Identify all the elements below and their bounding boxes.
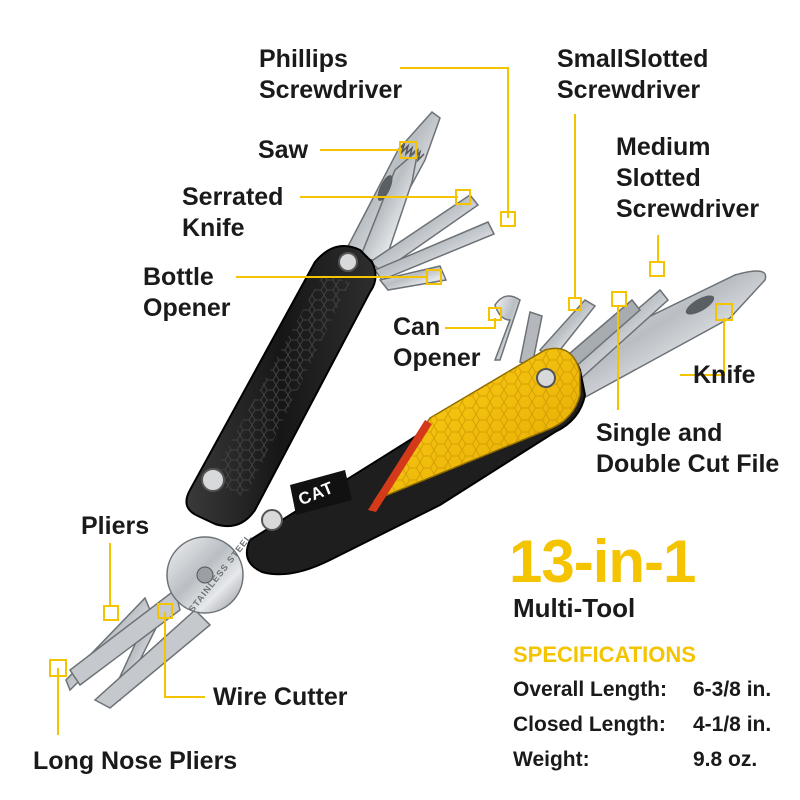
- spec-row: Overall Length: 6-3/8 in.: [513, 678, 771, 702]
- label-pliers: Pliers: [81, 512, 150, 540]
- spec-value: 9.8 oz.: [693, 748, 758, 771]
- pliers-head: [65, 536, 244, 709]
- spec-label: Closed Length:: [513, 713, 666, 736]
- spec-label: Weight:: [513, 748, 590, 771]
- leader-lines: [57, 67, 725, 735]
- spec-value: 4-1/8 in.: [693, 713, 772, 736]
- label-phillips-screwdriver: Phillips Screwdriver: [259, 45, 403, 104]
- product-headline: 13-in-1: [509, 528, 696, 595]
- label-saw: Saw: [258, 136, 309, 164]
- right-blades: [493, 270, 767, 402]
- callout-markers: [49, 141, 733, 677]
- specifications-title: SPECIFICATIONS: [513, 642, 696, 667]
- spec-label: Overall Length:: [513, 678, 668, 701]
- cat-handle: [246, 347, 587, 576]
- spec-row: Weight: 9.8 oz.: [513, 748, 757, 772]
- label-can-opener: Can Opener: [393, 313, 481, 372]
- black-handle: [185, 245, 377, 528]
- spec-value: 6-3/8 in.: [693, 678, 772, 701]
- label-bottle-opener: Bottle Opener: [143, 263, 231, 322]
- label-long-nose-pliers: Long Nose Pliers: [33, 747, 238, 775]
- spec-row: Closed Length: 4-1/8 in.: [513, 713, 771, 737]
- label-cut-file: Single and Double Cut File: [596, 419, 780, 478]
- label-serrated-knife: Serrated Knife: [182, 183, 284, 242]
- label-knife: Knife: [693, 361, 756, 389]
- label-medium-slotted-screwdriver: Medium Slotted Screwdriver: [616, 133, 760, 223]
- label-small-slotted-screwdriver: SmallSlotted Screwdriver: [557, 45, 709, 104]
- product-subhead: Multi-Tool: [513, 593, 636, 623]
- label-wire-cutter: Wire Cutter: [213, 683, 348, 711]
